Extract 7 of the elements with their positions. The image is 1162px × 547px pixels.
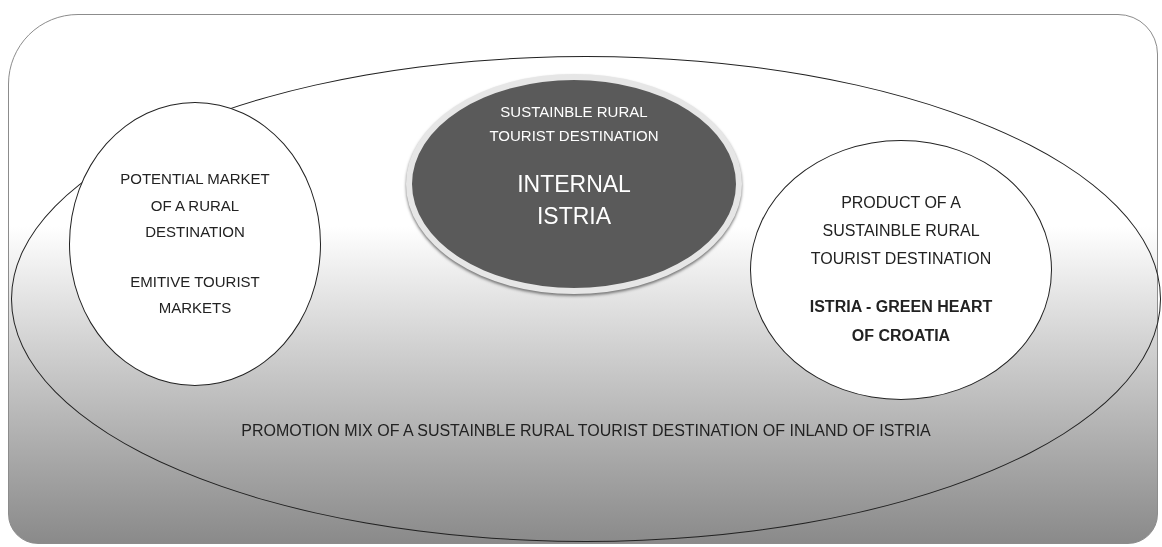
node-text: EMITIVE TOURIST MARKETS: [129, 272, 261, 319]
node-text: INTERNAL ISTRIA: [516, 170, 632, 232]
node-text: POTENTIAL MARKET OF A RURAL DESTINATION: [119, 169, 271, 242]
node-text: PRODUCT OF A SUSTAINBLE RURAL TOURIST DESTINATION: [809, 193, 993, 270]
node-text: ISTRIA - GREEN HEART OF CROATIA: [808, 297, 994, 346]
node-text: SUSTAINBLE RURAL TOURIST DESTINATION: [488, 102, 660, 146]
node-text: PROMOTION MIX OF A SUSTAINBLE RURAL TOURIST DESTINATION OF INLAND OF ISTRIA: [240, 421, 932, 441]
